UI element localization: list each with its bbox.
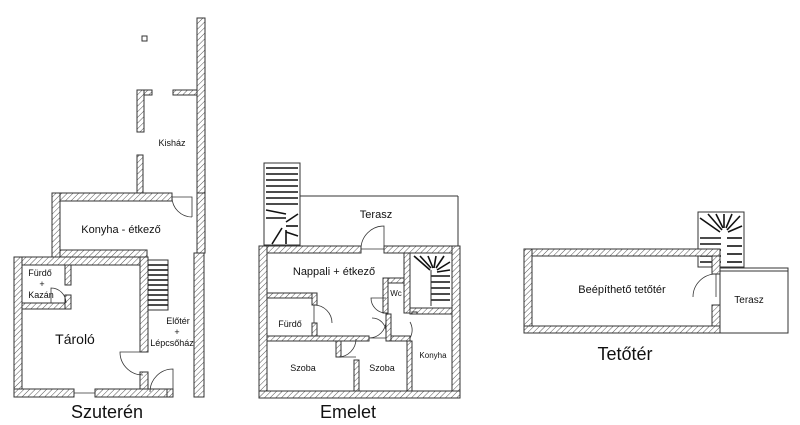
label-furdo-kazan-1: Fürdő	[28, 268, 52, 278]
label-wc: Wc	[390, 289, 402, 298]
plan-teteter: Beépíthető tetőtér Terasz Tetőtér	[523, 211, 789, 364]
label-konyha-etkezo: Konyha - étkező	[81, 224, 161, 236]
label-furdo-emelet: Fürdő	[278, 319, 302, 329]
label-furdo-kazan-2: +	[39, 279, 44, 289]
label-kishaz: Kisház	[158, 138, 186, 148]
szuteren-main-walls	[13, 252, 205, 398]
label-furdo-kazan-3: Kazán	[28, 290, 54, 300]
label-beepitheto-teteter: Beépíthető tetőtér	[578, 284, 666, 296]
stairs-emelet-inner	[409, 252, 453, 309]
door-wc	[370, 297, 387, 314]
konyha-walls	[51, 192, 206, 259]
door-tarolo	[119, 351, 144, 376]
terasz-teteter-outline	[719, 267, 789, 334]
title-emelet: Emelet	[320, 402, 376, 422]
label-eloter-2: +	[174, 327, 179, 337]
label-terasz-teteter: Terasz	[734, 295, 763, 306]
label-terasz-emelet: Terasz	[360, 209, 392, 221]
door-lepcsohaz	[149, 368, 174, 393]
emelet-interior-walls	[266, 252, 453, 392]
stairs-szuteren	[147, 259, 169, 311]
door-konyha-emelet	[409, 321, 413, 339]
label-szoba-2: Szoba	[369, 363, 395, 373]
door-teteter-terasz	[692, 273, 717, 298]
door-furdo-emelet	[313, 304, 333, 324]
teteter-walls	[523, 248, 721, 334]
label-konyha-emelet: Konyha	[419, 351, 447, 360]
label-szoba-1: Szoba	[290, 363, 316, 373]
label-eloter-3: Lépcsőház	[150, 338, 194, 348]
plan-szuteren: Kisház Konyha - étkező Fürdő + Kazán Tár…	[13, 17, 206, 422]
door-nappali-inner	[371, 317, 387, 333]
stairs-teteter	[697, 211, 745, 268]
label-nappali-etkezo: Nappali + étkező	[293, 266, 375, 278]
terasz-emelet-lines	[299, 195, 459, 246]
kishaz-walls	[136, 17, 206, 199]
door-terasz	[360, 225, 385, 250]
stairs-emelet-outside	[263, 162, 301, 246]
label-eloter-1: Előtér	[166, 316, 190, 326]
door-szoba-1	[337, 338, 357, 358]
door-furdo-kazan	[50, 287, 67, 304]
door-konyha	[171, 196, 193, 218]
emelet-outer-walls	[258, 245, 461, 399]
title-teteter: Tetőtér	[597, 344, 652, 364]
plan-emelet: Terasz Nappali + étkező Wc Fürdő Szoba S…	[258, 162, 461, 422]
label-tarolo: Tároló	[55, 331, 95, 347]
door-szoba-2	[368, 320, 387, 339]
title-szuteren: Szuterén	[71, 402, 143, 422]
